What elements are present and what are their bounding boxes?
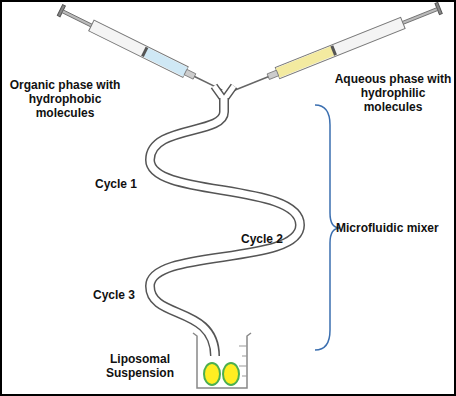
cycle-label: Cycle 3 bbox=[84, 288, 144, 302]
phase-label: Aqueous phase with hydrophilic molecules bbox=[334, 72, 452, 114]
beaker bbox=[193, 333, 251, 388]
phase-label: Organic phase with hydrophobic molecules bbox=[4, 78, 126, 120]
product-label: Liposomal Suspension bbox=[92, 352, 188, 380]
cycle-label: Cycle 2 bbox=[232, 232, 292, 246]
mixer-channel bbox=[150, 98, 300, 356]
mixer-label: Microfluidic mixer bbox=[336, 221, 451, 235]
cycle-label: Cycle 1 bbox=[86, 177, 146, 191]
